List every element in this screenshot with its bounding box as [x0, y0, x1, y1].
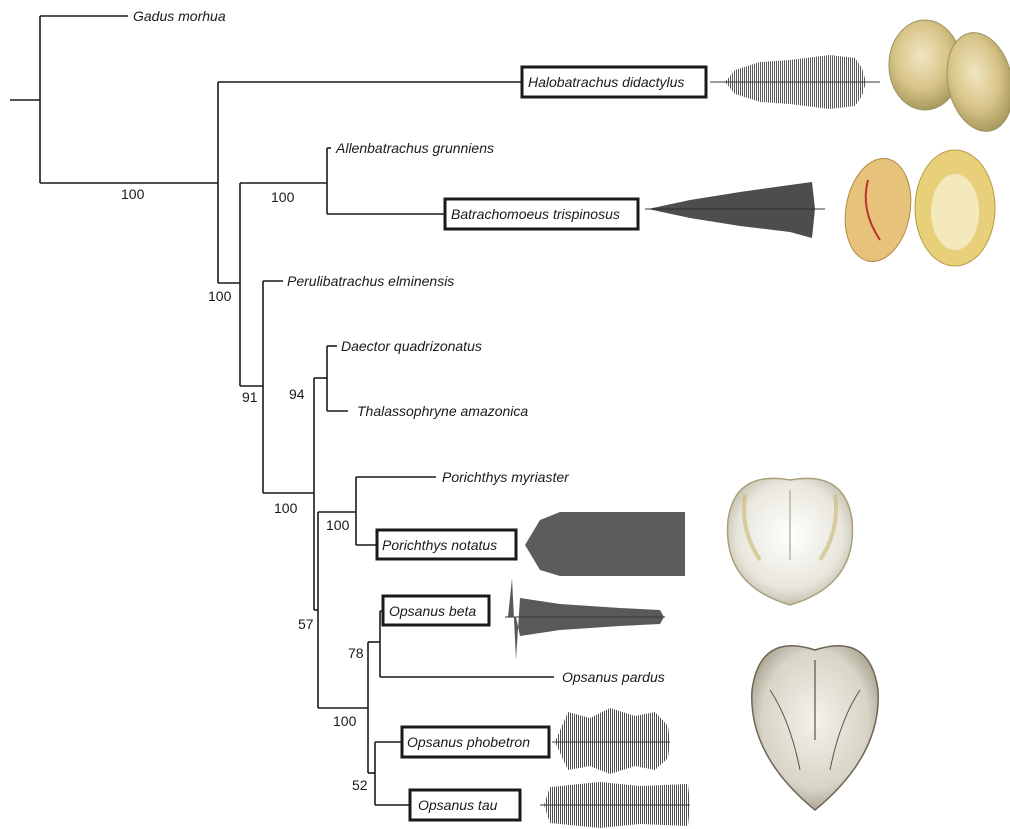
oscillogram-batrachomoeus [645, 182, 825, 238]
support-phobetron-tau: 52 [352, 777, 368, 793]
highlight-boxes [377, 67, 706, 820]
support-new-world: 100 [274, 500, 298, 516]
taxon-perulibatrachus: Perulibatrachus elminensis [287, 273, 454, 289]
taxon-gadus: Gadus morhua [133, 8, 226, 24]
taxon-opsanus-phobetron: Opsanus phobetron [407, 734, 530, 750]
swimbladder-opsanus [752, 646, 878, 810]
taxon-labels: Gadus morhua Halobatrachus didactylus Al… [133, 8, 684, 813]
taxon-opsanus-beta: Opsanus beta [389, 603, 476, 619]
taxon-batrachomoeus: Batrachomoeus trispinosus [451, 206, 620, 222]
support-daector-thal: 94 [289, 386, 305, 402]
support-allen-batrach: 100 [271, 189, 295, 205]
taxon-opsanus-pardus: Opsanus pardus [562, 669, 665, 685]
oscillogram-opsanus-phobetron [552, 708, 670, 774]
oscillogram-porichthys-notatus [525, 512, 685, 576]
oscillogram-opsanus-tau [540, 782, 690, 828]
support-beta-pardus: 78 [348, 645, 364, 661]
oscillogram-halobatrachus [710, 55, 880, 109]
support-perul-clade: 91 [242, 389, 258, 405]
taxon-opsanus-tau: Opsanus tau [418, 797, 498, 813]
swimbladder-images [728, 20, 1010, 810]
oscillogram-opsanus-beta [505, 578, 665, 660]
taxon-porichthys-notatus: Porichthys notatus [382, 537, 497, 553]
taxon-allenbatrachus: Allenbatrachus grunniens [335, 140, 494, 156]
support-batrachoidinae: 100 [208, 288, 232, 304]
taxon-porichthys-myriaster: Porichthys myriaster [442, 469, 570, 485]
support-porichthys: 100 [326, 517, 350, 533]
swimbladder-halobatrachus [889, 20, 1010, 138]
support-opsanus: 100 [333, 713, 357, 729]
swimbladder-batrachomoeus [837, 150, 995, 267]
taxon-thalassophryne: Thalassophryne amazonica [357, 403, 528, 419]
taxon-halobatrachus: Halobatrachus didactylus [528, 74, 684, 90]
taxon-daector: Daector quadrizonatus [341, 338, 482, 354]
swimbladder-porichthys [728, 478, 853, 605]
support-opsanus-porichthys: 57 [298, 616, 314, 632]
support-root: 100 [121, 186, 145, 202]
